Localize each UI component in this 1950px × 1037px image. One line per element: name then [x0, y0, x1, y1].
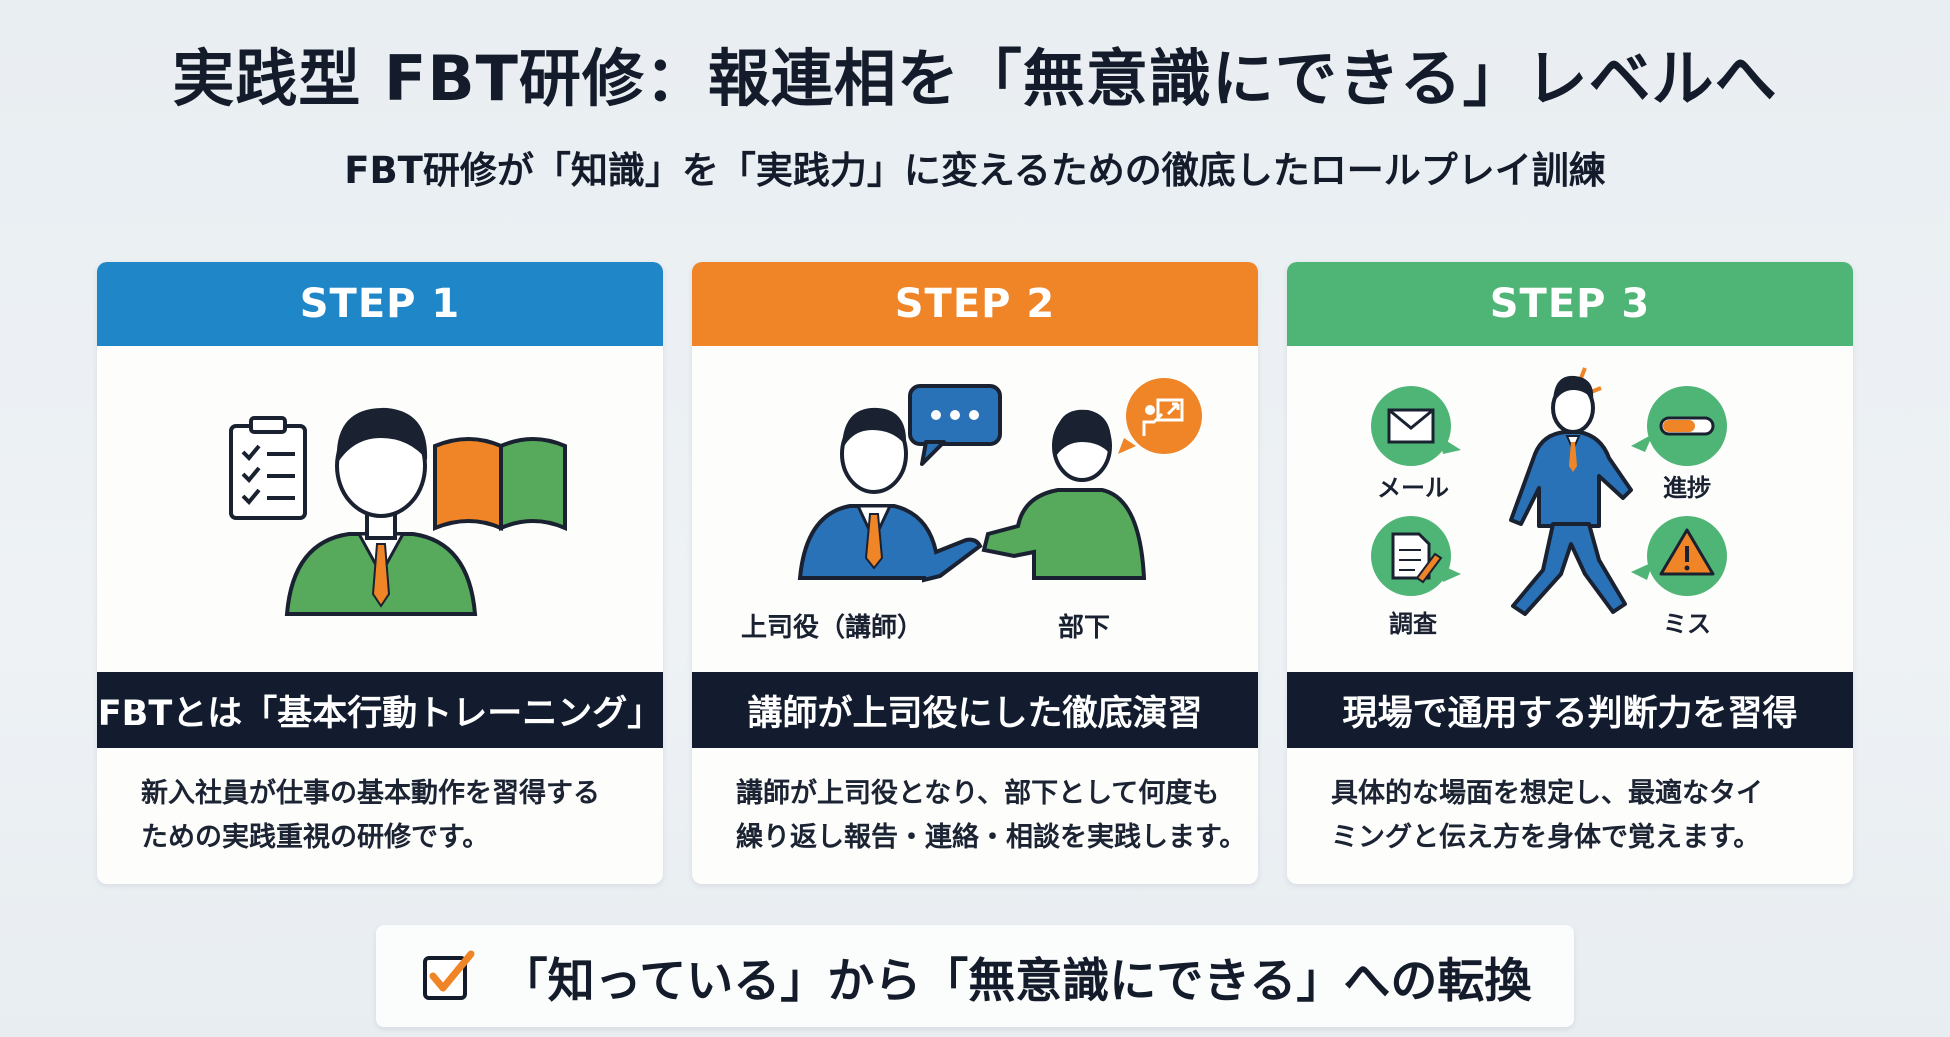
document-pen-icon — [1371, 516, 1461, 596]
step-description-1: 新入社員が仕事の基本動作を習得する ための実践重視の研修です。 — [141, 772, 631, 860]
mail-label: メール — [1377, 474, 1449, 502]
boss-label: 上司役（講師） — [741, 612, 923, 643]
step-description-line: 繰り返し報告・連絡・相談を実践します。 — [736, 822, 1247, 853]
boss-figure — [797, 407, 983, 583]
step-band-3: 現場で通用する判断力を習得 — [1287, 672, 1853, 748]
subordinate-figure — [981, 409, 1147, 580]
checkbox-checked-icon — [422, 950, 475, 1000]
book-icon — [433, 437, 567, 532]
step-header-3: STEP 3 — [1287, 262, 1853, 346]
mail-icon — [1371, 386, 1461, 466]
step-description-line: ための実践重視の研修です。 — [141, 822, 490, 853]
step-description-line: ミングと伝え方を身体で覚えます。 — [1331, 822, 1761, 853]
step-header-1: STEP 1 — [97, 262, 663, 346]
subordinate-label: 部下 — [1058, 613, 1110, 643]
research-label: 調査 — [1389, 610, 1437, 638]
footer-banner: 「知っている」から「無意識にできる」への転換 — [376, 925, 1574, 1027]
progress-label: 進捗 — [1663, 474, 1711, 502]
step-description-3: 具体的な場面を想定し、最適なタイ ミングと伝え方を身体で覚えます。 — [1331, 772, 1821, 860]
step-card-2: STEP 2 — [692, 262, 1258, 884]
step-illustration-3: メール 進捗 調査 — [1287, 346, 1853, 676]
mistake-label: ミス — [1663, 610, 1711, 638]
step-illustration-1 — [97, 346, 663, 676]
walking-person-icon — [1509, 367, 1633, 616]
chat-bubble-icon — [908, 384, 1002, 466]
step-band-1: FBTとは「基本行動トレーニング」 — [97, 672, 663, 748]
page-subtitle: FBT研修が「知識」を「実践力」に変えるための徹底したロールプレイ訓練 — [344, 149, 1606, 192]
step-description-line: 新入社員が仕事の基本動作を習得する — [141, 778, 600, 809]
step-description-2: 講師が上司役となり、部下として何度も 繰り返し報告・連絡・相談を実践します。 — [736, 772, 1247, 860]
footer-message: 「知っている」から「無意識にできる」への転換 — [500, 953, 1532, 1009]
step-band-2: 講師が上司役にした徹底演習 — [692, 672, 1258, 748]
page-title: 実践型 FBT研修：報連相を「無意識にできる」レベルへ — [172, 42, 1778, 115]
step-header-2: STEP 2 — [692, 262, 1258, 346]
step-illustration-2: 上司役（講師） 部下 — [692, 346, 1258, 676]
step-card-1: STEP 1 — [97, 262, 663, 884]
progress-bar-icon — [1631, 386, 1727, 466]
presentation-icon — [1118, 378, 1202, 454]
step-card-3: STEP 3 メール 進捗 — [1287, 262, 1853, 884]
step-description-line: 具体的な場面を想定し、最適なタイ — [1331, 778, 1763, 809]
step-description-line: 講師が上司役となり、部下として何度も — [736, 778, 1220, 809]
warning-icon — [1631, 516, 1727, 596]
checklist-icon — [229, 416, 307, 520]
person-icon — [284, 407, 478, 616]
